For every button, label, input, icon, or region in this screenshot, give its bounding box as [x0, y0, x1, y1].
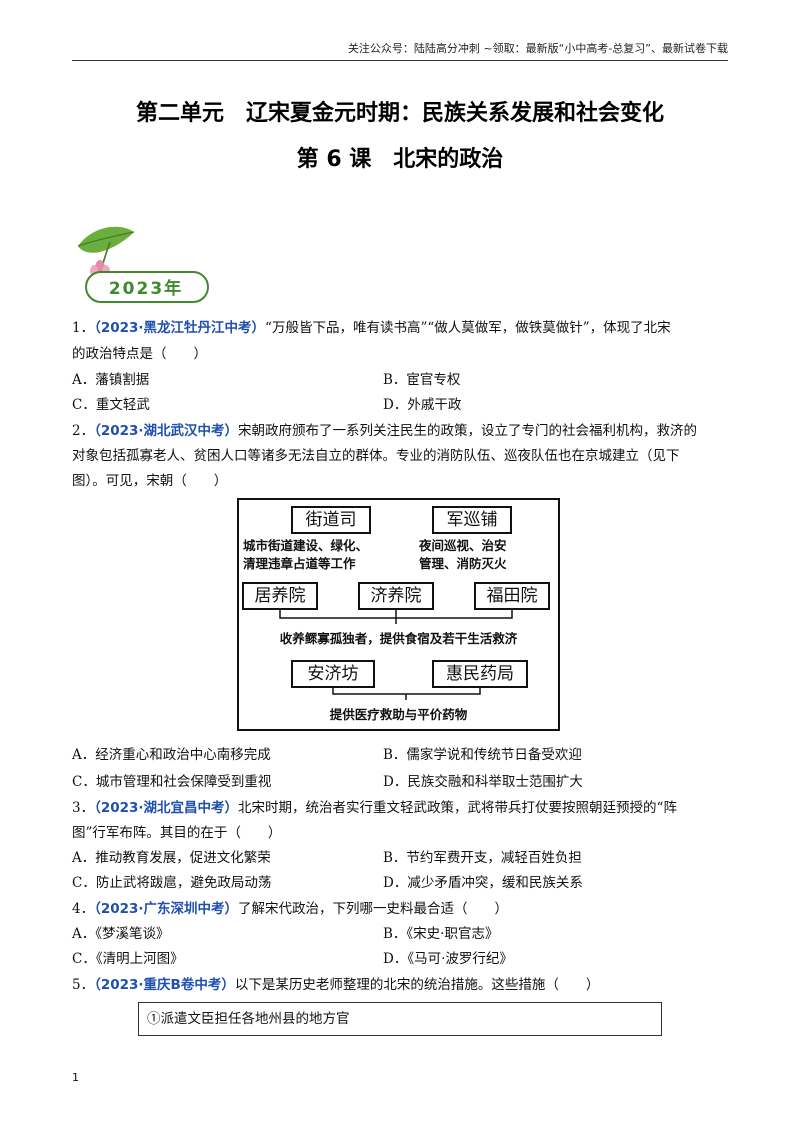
figure-box-juyangyuan: 居养院	[242, 582, 318, 610]
q4-option-b: B．《宋史·职官志》	[383, 926, 499, 942]
q2-option-d: D．民族交融和科举取士范围扩大	[383, 774, 583, 790]
q2-option-a: A．经济重心和政治中心南移完成	[72, 747, 271, 763]
figure-bracket-bottom	[332, 688, 481, 700]
question-3-stem: 3．（2023·湖北宜昌中考）北宋时期，统治者实行重文轻武政策，武将带兵打仗要按…	[72, 800, 677, 816]
question-2-stem: 2．（2023·湖北武汉中考）宋朝政府颁布了一系列关注民生的政策，设立了专门的社…	[72, 423, 698, 439]
q4-option-d: D．《马可·波罗行纪》	[383, 951, 513, 967]
figure-box-huiminyaoju: 惠民药局	[432, 660, 528, 688]
figure-bracket-top	[279, 610, 513, 624]
figure-box-junxunpu: 军巡铺	[432, 506, 512, 534]
lesson-title: 第 6 课 北宋的政治	[296, 147, 504, 172]
page-number: 1	[72, 1071, 79, 1084]
unit-title: 第二单元 辽宋夏金元时期：民族关系发展和社会变化	[135, 101, 664, 126]
song-institutions-figure: 街道司 军巡铺 城市街道建设、绿化、 清理违章占道等工作 夜间巡视、治安 管理、…	[237, 498, 560, 731]
figure-desc-left-1: 城市街道建设、绿化、	[243, 538, 369, 553]
question-2-stem-cont: 对象包括孤寡老人、贫困人口等诸多无法自立的群体。专业的消防队伍、巡夜队伍也在京城…	[72, 448, 680, 464]
figure-desc-left-2: 清理违章占道等工作	[243, 556, 356, 571]
q3-option-c: C．防止武将跋扈，避免政局动荡	[72, 875, 272, 891]
q3-option-b: B．节约军费开支，减轻百姓负担	[383, 850, 582, 866]
figure-box-jiyangyuan: 济养院	[358, 582, 434, 610]
q2-option-c: C．城市管理和社会保障受到重视	[72, 774, 272, 790]
q2-option-b: B．儒家学说和传统节日备受欢迎	[383, 747, 582, 763]
figure-box-futianyuan: 福田院	[474, 582, 550, 610]
figure-desc-right-2: 管理、消防灭火	[419, 556, 507, 571]
question-1-stem: 1．（2023·黑龙江牡丹江中考）“万般皆下品，唯有读书高”“做人莫做军，做铁莫…	[72, 320, 671, 336]
year-badge-label: 2023年	[109, 278, 183, 299]
question-5-stem: 5．（2023·重庆B卷中考）以下是某历史老师整理的北宋的统治措施。这些措施（ …	[72, 977, 600, 993]
year-badge: 2023年	[77, 226, 209, 303]
q1-option-c: C．重文轻武	[72, 397, 150, 413]
q1-option-d: D．外戚干政	[383, 397, 462, 413]
question-1-stem-cont: 的政治特点是（ ）	[72, 346, 207, 362]
page-header: 关注公众号：陆陆高分冲刺 ~领取：最新版“小中高考-总复习”、最新试卷下载	[347, 42, 728, 55]
q3-option-a: A．推动教育发展，促进文化繁荣	[72, 850, 271, 866]
figure-box-anjifang: 安济坊	[291, 660, 375, 688]
question-2-stem-end: 图）。可见，宋朝（ ）	[72, 473, 228, 489]
question-4-stem: 4．（2023·广东深圳中考）了解宋代政治，下列哪一史料最合适（ ）	[72, 901, 509, 917]
q1-option-b: B．宦官专权	[383, 372, 461, 388]
figure-desc-bottom: 提供医疗救助与平价药物	[329, 707, 468, 722]
q5-measures-box: ①派遣文臣担任各地州县的地方官	[138, 1002, 662, 1036]
question-3-stem-cont: 图”行军布阵。其目的在于（ ）	[72, 825, 282, 841]
q3-option-d: D．减少矛盾冲突，缓和民族关系	[383, 875, 583, 891]
q1-option-a: A．藩镇割据	[72, 372, 150, 388]
figure-box-jiedaosi: 街道司	[291, 506, 371, 534]
q4-option-a: A．《梦溪笔谈》	[72, 926, 170, 942]
figure-desc-middle: 收养鳏寡孤独者，提供食宿及若干生活救济	[279, 631, 518, 646]
figure-desc-right-1: 夜间巡视、治安	[419, 538, 507, 553]
q4-option-c: C．《清明上河图》	[72, 951, 184, 967]
header-divider	[72, 60, 728, 61]
